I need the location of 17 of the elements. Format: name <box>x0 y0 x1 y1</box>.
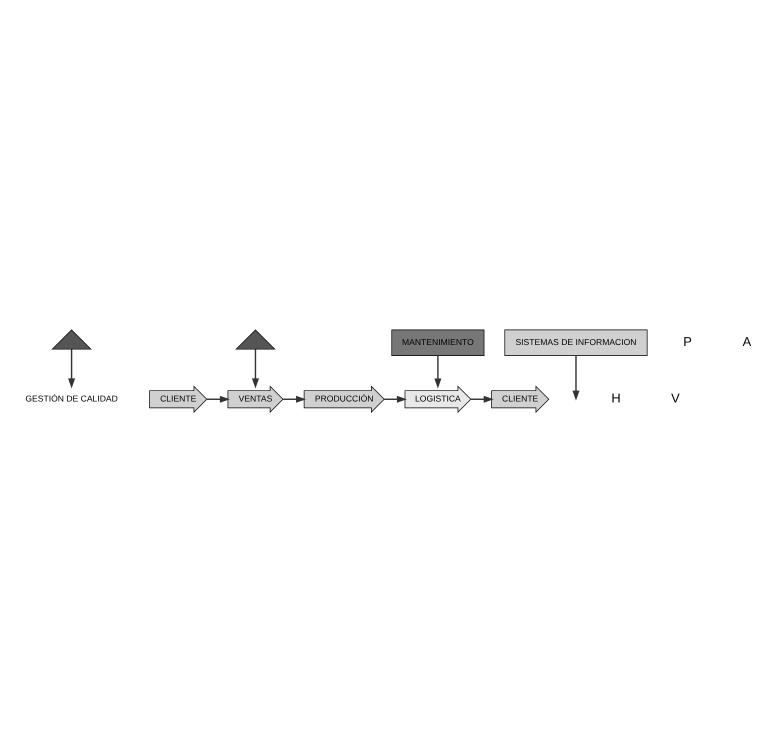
node-box: MANTENIMIENTO <box>391 329 484 356</box>
arrow <box>68 348 76 388</box>
arrow <box>283 395 306 402</box>
arrow <box>206 395 230 402</box>
arrow <box>252 348 259 388</box>
node-text: GESTIÓN DE CALIDAD <box>25 392 118 403</box>
arrow <box>384 395 407 402</box>
node-box: SISTEMAS DE INFORMACION <box>504 329 648 356</box>
label: V <box>671 390 680 405</box>
arrow <box>572 355 580 400</box>
node-triangle <box>235 328 276 350</box>
label: A <box>742 333 752 348</box>
label: P <box>683 333 692 348</box>
node-triangle <box>51 328 92 350</box>
label: H <box>611 390 621 405</box>
arrow <box>434 355 442 388</box>
arrow <box>471 395 494 402</box>
